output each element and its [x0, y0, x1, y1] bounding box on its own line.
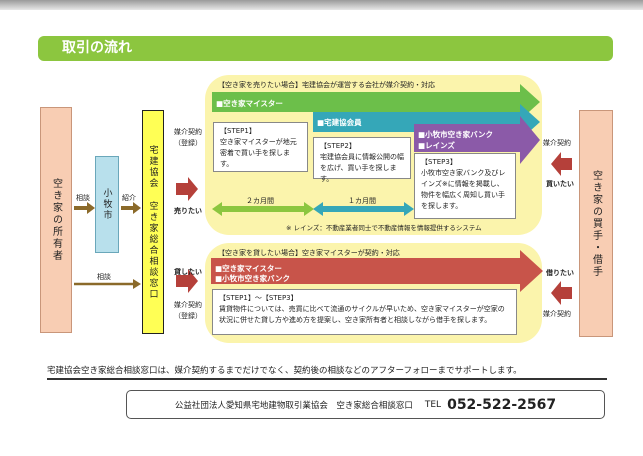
step2-text: 宅建協会員に情報公開の幅を広げ、買い手を探します。 — [320, 153, 404, 183]
bar3b-label: ■レインズ — [418, 141, 455, 150]
bar-bank-reins — [414, 116, 540, 164]
bar1-label: ■空き家マイスター — [216, 99, 283, 108]
city-box: 小牧市 — [95, 156, 119, 253]
step1-title: 【STEP1】 — [220, 127, 256, 135]
contract-note-left-top: 媒介契約（登録） — [174, 128, 202, 147]
lend-step-box: 【STEP1】～【STEP3】 賃貸物件については、売買に比べて流通のサイクルが… — [212, 289, 517, 335]
bar-lend — [211, 250, 543, 292]
step2-box: 【STEP2】 宅建協会員に情報公開の幅を広げ、買い手を探します。 — [313, 137, 411, 183]
intro-arrow-head — [133, 202, 141, 214]
step2-title: 【STEP2】 — [320, 142, 356, 150]
support-message: 宅建協会空き家総合相談窓口は、媒介契約するまでだけでなく、契約後の相談などのアフ… — [47, 364, 607, 380]
period2-head-right — [404, 202, 414, 216]
want-buy-label: 買いたい — [546, 180, 574, 188]
top-decor-bar — [0, 0, 643, 10]
want-lend-label: 貸したい — [174, 268, 202, 276]
tel-label: TEL — [424, 399, 442, 410]
sell-heading: 【空き家を売りたい場合】宅建協会が運営する会社が媒介契約・対応 — [218, 81, 435, 89]
tel-number: 052-522-2567 — [447, 396, 557, 413]
city-label: 小牧市 — [101, 188, 112, 221]
contact-box: 公益社団法人愛知県宅地建物取引業協会 空き家総合相談窓口 TEL 052-522… — [126, 390, 605, 419]
lend-step-text: 賃貸物件については、売買に比べて流通のサイクルが早いため、空き家マイスターが空家… — [219, 305, 505, 324]
step3-text: 小牧市空き家バンク及びレインズ※に情報を掲載し、物件を幅広く周知し買い手を探しま… — [421, 169, 506, 210]
center-box: 宅建協会 空き家総合相談窓口 — [142, 110, 164, 334]
period1-head-right — [304, 202, 314, 216]
want-borrow-label: 借りたい — [546, 269, 574, 277]
bar3a-label: ■小牧市空き家バンク — [418, 130, 493, 139]
buyer-label: 空き家の買手・借手 — [590, 169, 602, 278]
lend-heading: 【空き家を貸したい場合】空き家マイスターが契約・対応 — [218, 249, 400, 257]
period1-head-left — [212, 202, 222, 216]
sell-arrow-right — [176, 177, 198, 201]
period2-head-left — [313, 202, 323, 216]
page-title: 取引の流れ — [38, 36, 613, 61]
reins-footnote: ※ レインズ：不動産業者同士で不動産情報を情報提供するシステム — [286, 224, 482, 232]
step1-text: 空き家マイスターが地元密着で買い手を探します。 — [220, 138, 297, 168]
step1-box: 【STEP1】 空き家マイスターが地元密着で買い手を探します。 — [213, 122, 308, 172]
step3-box: 【STEP3】 小牧市空き家バンク及びレインズ※に情報を掲載し、物件を幅広く周知… — [414, 153, 516, 219]
intro-label: 紹介 — [122, 194, 136, 202]
period2-label: １カ月間 — [348, 197, 376, 205]
lend-bar2-label: ■小牧市空き家バンク — [215, 274, 290, 283]
consult2-label: 相談 — [97, 273, 111, 281]
lend-bar1-label: ■空き家マイスター — [215, 264, 282, 273]
contact-org: 公益社団法人愛知県宅地建物取引業協会 空き家総合相談窓口 — [174, 400, 413, 411]
borrow-arrow-left — [551, 281, 572, 305]
step3-title: 【STEP3】 — [421, 158, 457, 166]
want-sell-label: 売りたい — [174, 207, 202, 215]
period1-label: ２カ月間 — [246, 197, 274, 205]
center-label: 宅建協会 空き家総合相談窓口 — [147, 144, 158, 300]
buy-arrow-left — [551, 152, 572, 176]
bar2-label: ■宅建協会員 — [317, 118, 362, 127]
seller-label: 空き家の所有者 — [50, 178, 62, 262]
contract-note-left-bottom: 媒介契約（登録） — [174, 301, 202, 320]
contract-note-right-top: 媒介契約 — [543, 139, 571, 147]
contract-note-right-bottom: 媒介契約 — [543, 310, 571, 318]
lend-step-title: 【STEP1】～【STEP3】 — [219, 294, 298, 302]
bar-akiya-meister — [212, 84, 540, 120]
seller-box: 空き家の所有者 — [40, 107, 72, 333]
consult-arrow-head — [87, 202, 95, 214]
lend-arrow-right — [176, 269, 198, 293]
consult2-arrow-head — [133, 279, 141, 289]
buyer-box: 空き家の買手・借手 — [579, 110, 613, 337]
consult1-label: 相談 — [76, 194, 90, 202]
